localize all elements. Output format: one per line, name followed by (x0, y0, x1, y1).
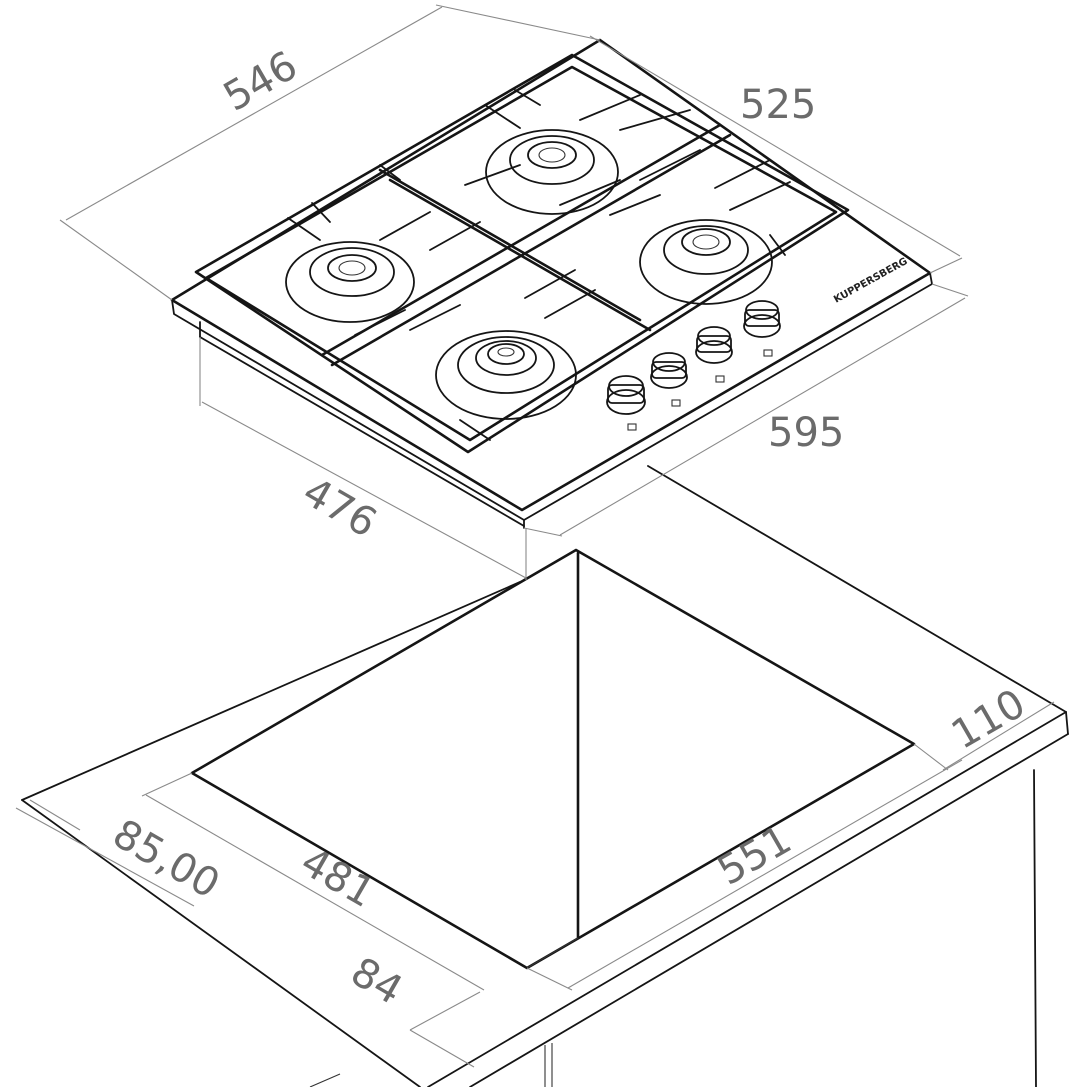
dim-label-85-00: 85,00 (105, 811, 227, 908)
burner-rear-left (285, 241, 415, 323)
brand-label: KUPPERSBERG (832, 256, 909, 306)
burner-front-wok (435, 330, 577, 420)
dim-label-84: 84 (343, 949, 410, 1014)
hob: KUPPERSBERG (170, 38, 933, 529)
dim-label-476: 476 (295, 469, 384, 547)
dim-label-110: 110 (944, 681, 1033, 759)
control-knobs (606, 300, 781, 431)
knob-4 (743, 300, 781, 357)
dim-label-595: 595 (768, 410, 844, 456)
knob-2 (650, 352, 688, 407)
countertop (21, 465, 1069, 1087)
dimension-lines (15, 4, 1055, 1068)
cutout-opening (190, 548, 916, 970)
dimension-labels: 546 525 595 476 110 551 481 85,00 84 (105, 43, 1033, 1014)
knob-3 (695, 326, 733, 383)
knob-1 (606, 375, 646, 431)
dim-label-525: 525 (740, 82, 816, 128)
burner-rear-center (485, 129, 619, 215)
dim-label-546: 546 (216, 43, 305, 121)
pan-support-grates (194, 53, 850, 454)
dim-label-551: 551 (710, 817, 799, 895)
burner-right (639, 219, 773, 305)
